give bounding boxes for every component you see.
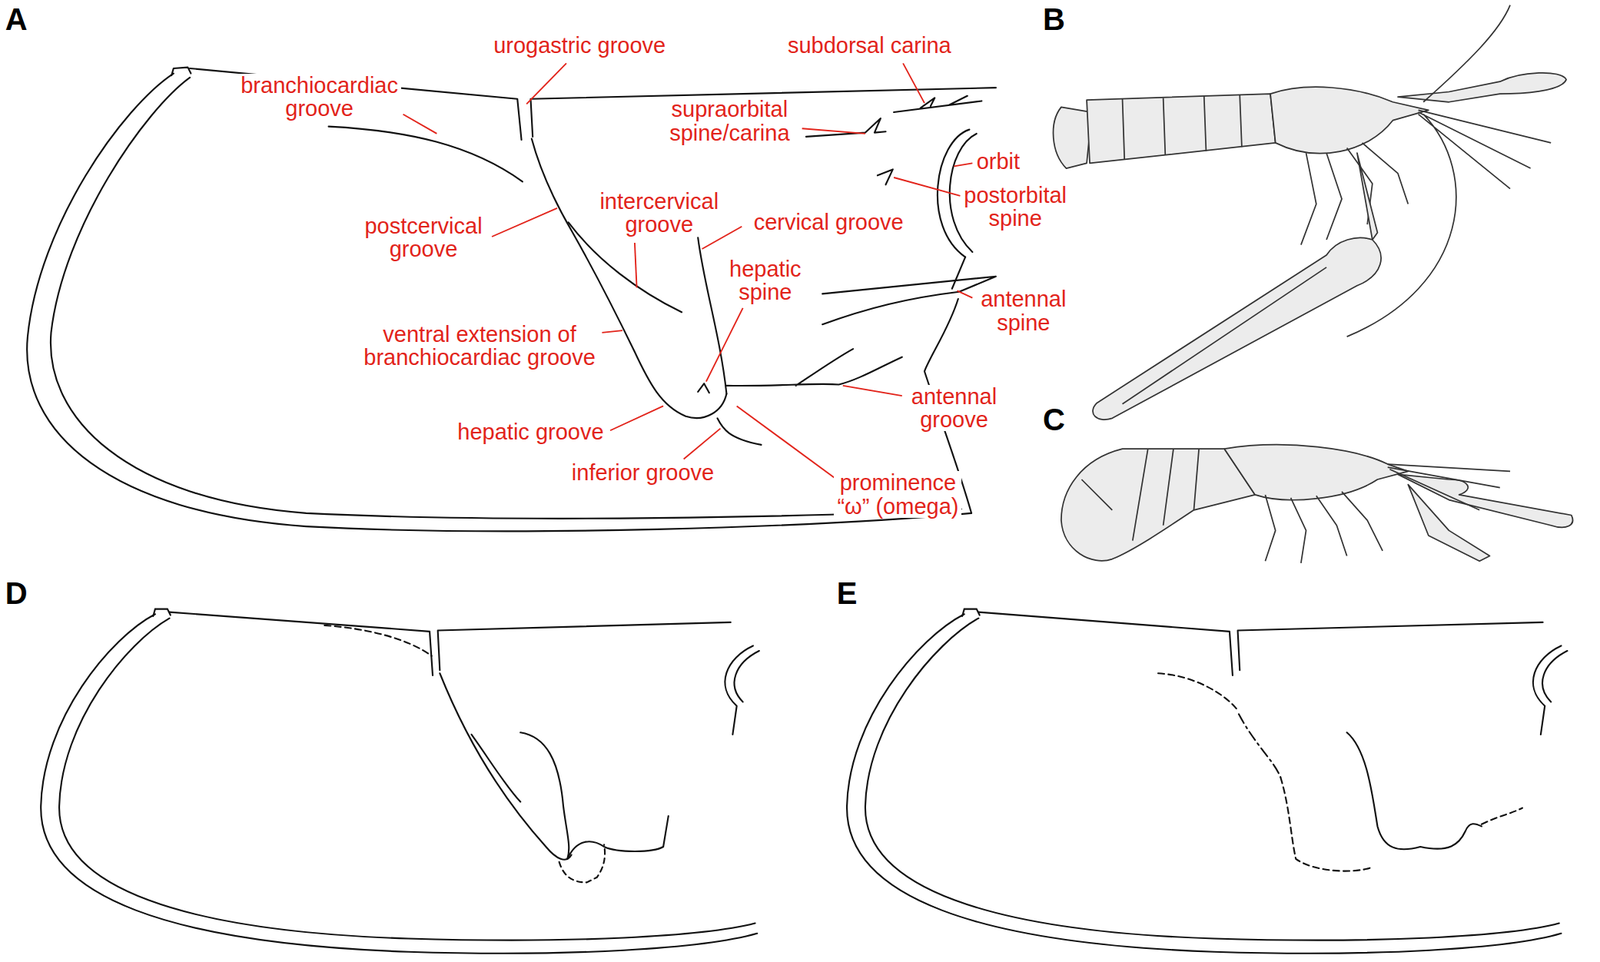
part-label: antennal spine bbox=[977, 287, 1069, 334]
segment-lines bbox=[1122, 94, 1242, 160]
inferior-line bbox=[559, 844, 605, 883]
outer-margin bbox=[40, 614, 757, 953]
legs bbox=[1301, 142, 1408, 246]
leader bbox=[802, 128, 866, 134]
tail-fan bbox=[1053, 106, 1093, 169]
leader bbox=[634, 242, 638, 288]
abdomen bbox=[1086, 93, 1276, 163]
part-label: urogastric groove bbox=[490, 33, 669, 57]
inner-margin bbox=[865, 618, 1560, 941]
panel-letter: A bbox=[5, 3, 28, 37]
postcervical-line bbox=[439, 673, 571, 860]
leader bbox=[736, 405, 837, 480]
outer-margin bbox=[846, 614, 1561, 953]
carapace-e bbox=[846, 609, 1567, 954]
carapace-d bbox=[40, 609, 760, 954]
branchiocardiac-line bbox=[324, 625, 432, 657]
part-label: antennal groove bbox=[908, 385, 1000, 432]
antennal-groove-line bbox=[1481, 808, 1523, 825]
postorbital-spine-mark bbox=[877, 169, 893, 185]
leader bbox=[610, 405, 664, 431]
part-label: hepatic groove bbox=[454, 420, 607, 444]
orbit-margin bbox=[724, 645, 759, 735]
legs bbox=[1264, 491, 1383, 564]
cervical-line bbox=[1347, 732, 1482, 850]
posterior-knob bbox=[152, 609, 171, 617]
supraorbital-carina bbox=[806, 118, 887, 137]
leader bbox=[683, 428, 721, 460]
subdorsal-carina bbox=[893, 96, 982, 113]
leader-lines bbox=[403, 63, 973, 480]
part-label: supraorbital spine/carina bbox=[666, 97, 793, 144]
abdomen bbox=[1061, 448, 1255, 561]
antennae bbox=[1347, 5, 1552, 337]
leader bbox=[953, 162, 973, 166]
claw-teeth bbox=[1122, 267, 1328, 405]
part-label: hepatic spine bbox=[726, 257, 805, 304]
panel-letter: D bbox=[5, 577, 28, 611]
carapace-a bbox=[26, 67, 996, 532]
big-claw bbox=[1092, 152, 1381, 420]
posterior-knob bbox=[962, 609, 980, 617]
small-claw bbox=[1397, 73, 1567, 103]
leader bbox=[491, 208, 558, 237]
part-label: ventral extension of branchiocardiac gro… bbox=[360, 322, 598, 369]
dorsal-margin bbox=[978, 612, 1543, 676]
cervical-line bbox=[520, 732, 569, 860]
hepatic-spine-mark bbox=[697, 383, 710, 393]
dorsal-margin bbox=[189, 68, 996, 140]
leader bbox=[601, 330, 623, 333]
antennae bbox=[1387, 464, 1511, 511]
leader bbox=[902, 63, 925, 103]
inferior-line bbox=[717, 418, 761, 445]
segment-lines bbox=[1081, 448, 1199, 541]
branchiocardiac-line bbox=[1158, 673, 1237, 709]
panel-letter: C bbox=[1042, 404, 1066, 437]
antennal-groove-line bbox=[726, 348, 902, 386]
part-label: prominence “ω” (omega) bbox=[833, 471, 962, 518]
antennal-spine-shape bbox=[822, 276, 996, 325]
posterior-knob bbox=[171, 67, 191, 77]
part-label: cervical groove bbox=[750, 210, 907, 234]
leader bbox=[893, 177, 960, 196]
inner-margin bbox=[59, 618, 756, 941]
leader bbox=[403, 114, 438, 134]
part-label: orbit bbox=[976, 149, 1026, 173]
ventral-line bbox=[1280, 777, 1372, 872]
leader bbox=[843, 385, 903, 396]
postcervical-line bbox=[531, 139, 727, 419]
leader bbox=[526, 63, 567, 104]
part-label: postorbital spine bbox=[960, 183, 1070, 230]
panel-letter: B bbox=[1042, 3, 1066, 37]
lobster-b bbox=[1053, 5, 1567, 420]
part-label: intercervical groove bbox=[596, 189, 722, 236]
leader bbox=[956, 290, 973, 298]
orbit-margin bbox=[1533, 645, 1567, 735]
postcervical-line bbox=[1238, 713, 1281, 777]
lobster-c bbox=[1061, 444, 1574, 564]
intercervical-line bbox=[471, 734, 521, 803]
dorsal-margin bbox=[169, 612, 731, 676]
antennal-groove-line bbox=[567, 816, 668, 860]
carapace bbox=[1224, 444, 1408, 501]
leader bbox=[706, 308, 744, 382]
outer-margin bbox=[26, 73, 972, 532]
part-label: branchiocardiac groove bbox=[237, 73, 402, 120]
panel-letter: E bbox=[836, 577, 858, 611]
part-label: inferior groove bbox=[568, 461, 718, 485]
inner-margin bbox=[50, 77, 962, 519]
part-label: postcervical groove bbox=[361, 214, 485, 261]
part-label: subdorsal carina bbox=[784, 33, 955, 57]
branchiocardiac-line bbox=[328, 126, 523, 183]
